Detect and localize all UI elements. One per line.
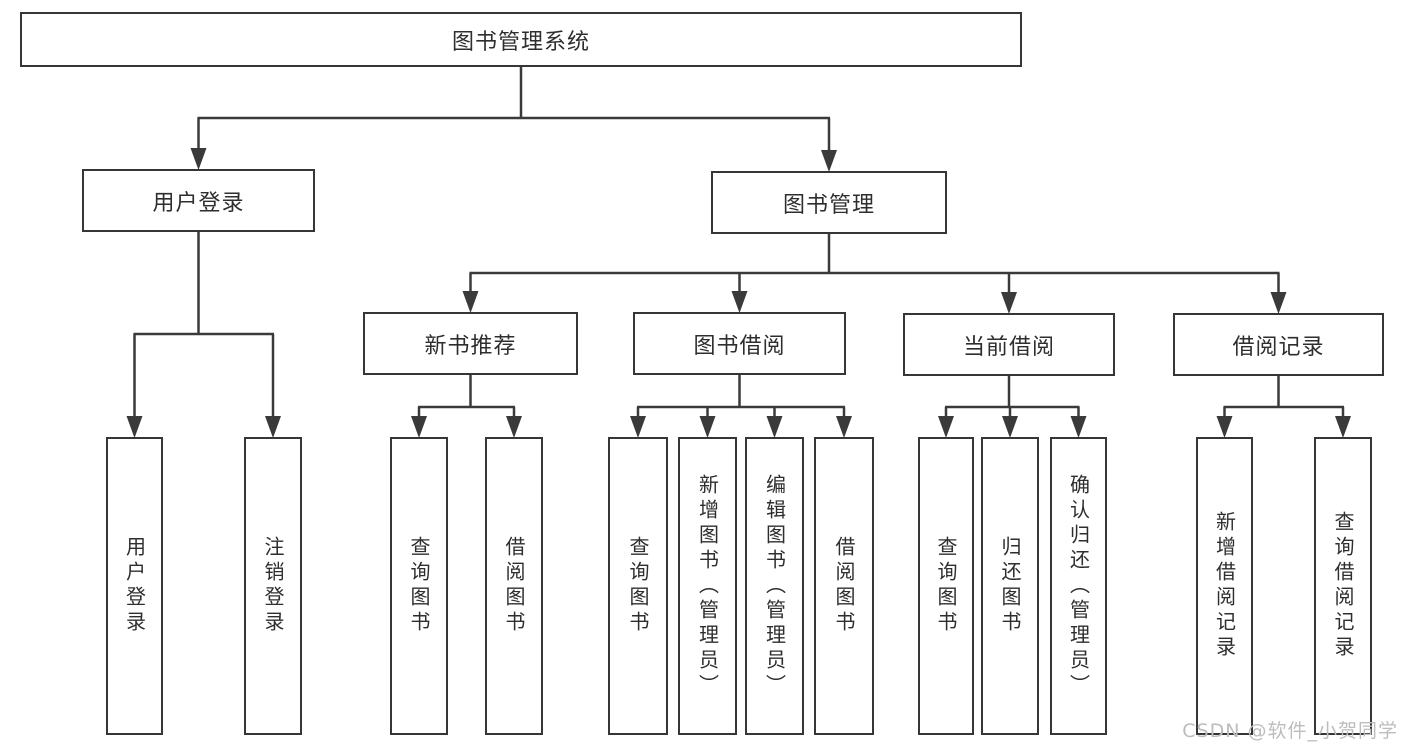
node-leaf-query-books-1: 查询图书 — [390, 437, 448, 735]
node-root: 图书管理系统 — [20, 12, 1022, 67]
node-label-current-borrow: 当前借阅 — [962, 334, 1055, 360]
node-label-leaf-query-books-3: 查询图书 — [934, 536, 958, 636]
node-book-borrow: 图书借阅 — [633, 312, 846, 375]
node-label-book-mgmt: 图书管理 — [782, 192, 875, 218]
node-label-book-borrow: 图书借阅 — [693, 333, 786, 359]
node-label-leaf-logout: 注销登录 — [261, 536, 285, 636]
node-book-mgmt: 图书管理 — [711, 171, 947, 234]
node-label-leaf-edit-books: 编辑图书（管理员） — [762, 473, 787, 699]
node-leaf-query-borrow-record: 查询借阅记录 — [1314, 437, 1372, 735]
node-leaf-logout: 注销登录 — [244, 437, 302, 735]
node-leaf-add-borrow-record: 新增借阅记录 — [1196, 437, 1253, 735]
node-label-leaf-return-books: 归还图书 — [998, 536, 1022, 636]
node-label-leaf-confirm-return: 确认归还（管理员） — [1066, 473, 1091, 699]
watermark: CSDN @软件_小贺同学 — [1182, 720, 1398, 742]
node-label-leaf-borrow-books-2: 借阅图书 — [832, 536, 856, 636]
node-label-leaf-user-login: 用户登录 — [122, 536, 147, 636]
node-current-borrow: 当前借阅 — [903, 313, 1115, 376]
node-label-new-book-rec: 新书推荐 — [424, 333, 517, 359]
node-label-root: 图书管理系统 — [451, 29, 590, 55]
node-leaf-borrow-books-1: 借阅图书 — [485, 437, 543, 735]
node-leaf-query-books-2: 查询图书 — [608, 437, 668, 735]
node-label-leaf-query-books-1: 查询图书 — [407, 536, 431, 636]
node-leaf-add-books: 新增图书（管理员） — [678, 437, 737, 735]
node-new-book-rec: 新书推荐 — [363, 312, 578, 375]
node-label-leaf-query-books-2: 查询图书 — [626, 536, 650, 636]
node-leaf-edit-books: 编辑图书（管理员） — [745, 437, 804, 735]
node-leaf-return-books: 归还图书 — [981, 437, 1039, 735]
node-label-leaf-query-borrow-record: 查询借阅记录 — [1331, 511, 1355, 661]
node-label-user-login: 用户登录 — [152, 190, 245, 216]
node-user-login: 用户登录 — [82, 169, 315, 232]
node-label-leaf-add-borrow-record: 新增借阅记录 — [1212, 511, 1237, 661]
node-leaf-borrow-books-2: 借阅图书 — [814, 437, 874, 735]
node-leaf-query-books-3: 查询图书 — [918, 437, 974, 735]
node-label-leaf-borrow-books-1: 借阅图书 — [502, 536, 526, 636]
node-label-borrow-records: 借阅记录 — [1232, 334, 1325, 360]
node-label-leaf-add-books: 新增图书（管理员） — [695, 473, 720, 699]
node-borrow-records: 借阅记录 — [1173, 313, 1384, 376]
node-leaf-confirm-return: 确认归还（管理员） — [1050, 437, 1107, 735]
node-leaf-user-login: 用户登录 — [106, 437, 163, 735]
